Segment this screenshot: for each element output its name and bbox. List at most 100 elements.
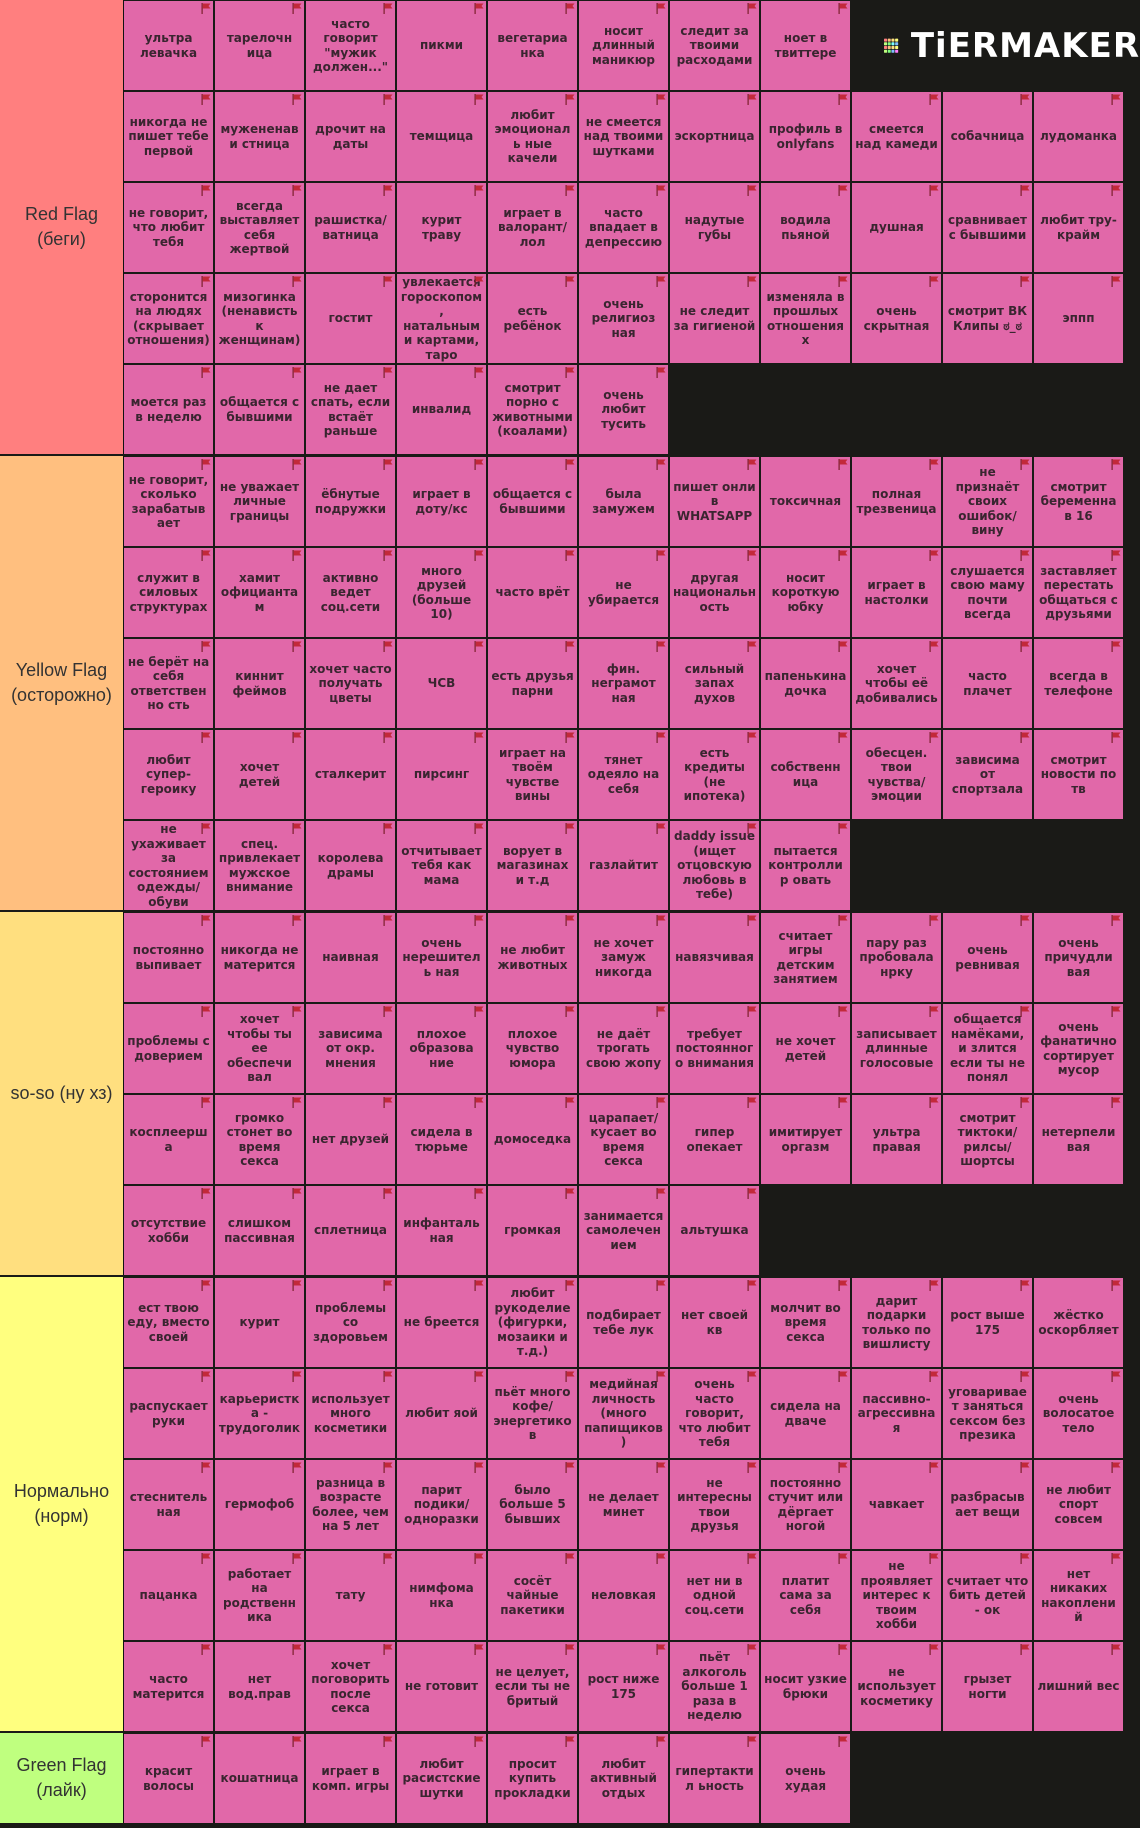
tier-item[interactable]: заставляет перестать общаться с друзьями [1034, 548, 1123, 637]
flag-icon[interactable] [1020, 94, 1030, 105]
tier-item[interactable]: пирсинг [397, 730, 486, 819]
tier-item[interactable]: играет на твоём чувстве вины [488, 730, 577, 819]
tier-item[interactable]: душная [852, 183, 941, 272]
flag-icon[interactable] [383, 732, 393, 743]
tier-item[interactable]: навязчивая [670, 913, 759, 1002]
tier-item[interactable]: лудоманка [1034, 92, 1123, 181]
flag-icon[interactable] [838, 185, 848, 196]
tier-item[interactable]: ноет в твиттере [761, 1, 850, 90]
flag-icon[interactable] [201, 550, 211, 561]
flag-icon[interactable] [201, 94, 211, 105]
tier-item[interactable]: пьёт много кофе/ энергетиков [488, 1369, 577, 1458]
flag-icon[interactable] [201, 1006, 211, 1017]
tier-item[interactable]: другая национальн ость [670, 548, 759, 637]
tier-item[interactable]: хочет чтобы её добивались [852, 639, 941, 728]
flag-icon[interactable] [474, 3, 484, 14]
tier-item[interactable]: daddy issue (ищет отцовскую любовь в теб… [670, 821, 759, 910]
flag-icon[interactable] [656, 1371, 666, 1382]
flag-icon[interactable] [474, 185, 484, 196]
tier-label[interactable]: Green Flag (лайк) [0, 1733, 124, 1823]
flag-icon[interactable] [292, 3, 302, 14]
tier-item[interactable]: имитирует оргазм [761, 1095, 850, 1184]
tier-item[interactable]: нет никаких накоплений [1034, 1551, 1123, 1640]
flag-icon[interactable] [201, 823, 211, 834]
tier-item[interactable]: слишком пассивная [215, 1186, 304, 1275]
flag-icon[interactable] [1020, 732, 1030, 743]
tier-item[interactable]: играет в настолки [852, 548, 941, 637]
flag-icon[interactable] [201, 732, 211, 743]
tier-item[interactable]: нет своей кв [670, 1278, 759, 1367]
tier-item[interactable]: медийная личность (много папищиков) [579, 1369, 668, 1458]
tier-item[interactable]: не берёт на себя ответственно сть [124, 639, 213, 728]
tier-item[interactable]: активно ведет соц.сети [306, 548, 395, 637]
tier-item[interactable]: чавкает [852, 1460, 941, 1549]
tier-label[interactable]: so-so (ну хз) [0, 912, 124, 1275]
tier-item[interactable]: никогда не пишет тебе первой [124, 92, 213, 181]
tier-item[interactable]: зависима от спортзала [943, 730, 1032, 819]
flag-icon[interactable] [929, 185, 939, 196]
flag-icon[interactable] [565, 1644, 575, 1655]
flag-icon[interactable] [747, 1553, 757, 1564]
tier-item[interactable]: собачница [943, 92, 1032, 181]
flag-icon[interactable] [565, 367, 575, 378]
tier-item[interactable]: лишний вес [1034, 1642, 1123, 1731]
flag-icon[interactable] [565, 823, 575, 834]
flag-icon[interactable] [656, 367, 666, 378]
flag-icon[interactable] [292, 915, 302, 926]
tier-item[interactable]: нетерпели вая [1034, 1095, 1123, 1184]
flag-icon[interactable] [656, 1097, 666, 1108]
tier-item[interactable]: газлайтит [579, 821, 668, 910]
tier-item[interactable]: сидела на дваче [761, 1369, 850, 1458]
flag-icon[interactable] [929, 732, 939, 743]
flag-icon[interactable] [565, 1188, 575, 1199]
flag-icon[interactable] [201, 1097, 211, 1108]
tier-item[interactable]: водила пьяной [761, 183, 850, 272]
tier-item[interactable]: пассивно- агрессивная [852, 1369, 941, 1458]
tier-item[interactable]: требует постоянного внимания [670, 1004, 759, 1093]
flag-icon[interactable] [1020, 1644, 1030, 1655]
flag-icon[interactable] [1111, 1280, 1121, 1291]
flag-icon[interactable] [565, 550, 575, 561]
flag-icon[interactable] [383, 1188, 393, 1199]
tier-item[interactable]: не хочет детей [761, 1004, 850, 1093]
tier-item[interactable]: общается с бывшими [488, 457, 577, 546]
flag-icon[interactable] [383, 1006, 393, 1017]
tier-item[interactable]: очень волосатое тело [1034, 1369, 1123, 1458]
flag-icon[interactable] [929, 1553, 939, 1564]
flag-icon[interactable] [201, 459, 211, 470]
flag-icon[interactable] [929, 1006, 939, 1017]
tier-item[interactable]: не дает спать, если встаёт раньше [306, 365, 395, 454]
flag-icon[interactable] [838, 641, 848, 652]
tier-item[interactable]: любит расистские шутки [397, 1734, 486, 1823]
tier-item[interactable]: папенькина дочка [761, 639, 850, 728]
tier-item[interactable]: зависима от окр. мнения [306, 1004, 395, 1093]
flag-icon[interactable] [474, 1280, 484, 1291]
tier-item[interactable]: записывает длинные голосовые [852, 1004, 941, 1093]
flag-icon[interactable] [747, 1644, 757, 1655]
tier-item[interactable]: полная трезвеница [852, 457, 941, 546]
flag-icon[interactable] [292, 1097, 302, 1108]
tier-item[interactable]: мизогинка (ненависть к женщинам) [215, 274, 304, 363]
flag-icon[interactable] [1020, 1280, 1030, 1291]
flag-icon[interactable] [292, 94, 302, 105]
flag-icon[interactable] [292, 185, 302, 196]
flag-icon[interactable] [838, 915, 848, 926]
tier-item[interactable]: распускает руки [124, 1369, 213, 1458]
flag-icon[interactable] [747, 1006, 757, 1017]
flag-icon[interactable] [929, 1644, 939, 1655]
flag-icon[interactable] [1020, 1371, 1030, 1382]
flag-icon[interactable] [383, 1280, 393, 1291]
flag-icon[interactable] [383, 1644, 393, 1655]
tier-label[interactable]: Red Flag (беги) [0, 0, 124, 454]
tier-item[interactable]: разбрасыв ает вещи [943, 1460, 1032, 1549]
tier-item[interactable]: не говорит, что любит тебя [124, 183, 213, 272]
tier-item[interactable]: тату [306, 1551, 395, 1640]
tier-item[interactable]: нет вод.прав [215, 1642, 304, 1731]
flag-icon[interactable] [565, 1553, 575, 1564]
flag-icon[interactable] [474, 1736, 484, 1747]
tier-item[interactable]: ворует в магазинах и т.д [488, 821, 577, 910]
tier-item[interactable]: рост ниже 175 [579, 1642, 668, 1731]
flag-icon[interactable] [201, 3, 211, 14]
tier-item[interactable]: не любит животных [488, 913, 577, 1002]
tier-item[interactable]: сталкерит [306, 730, 395, 819]
